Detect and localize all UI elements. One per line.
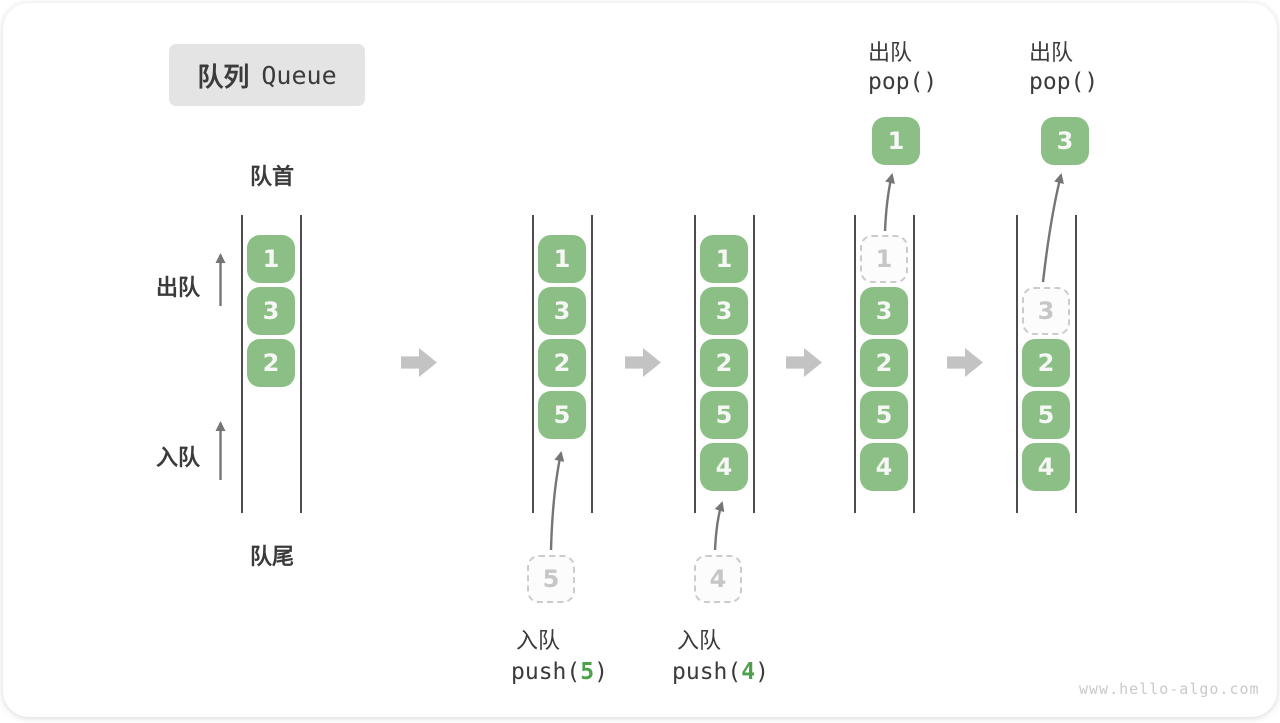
queue2-right-wall (591, 215, 593, 513)
queue-cell: 3 (700, 287, 748, 335)
step-arrow-icon (786, 348, 822, 377)
queue-cell: 2 (538, 339, 586, 387)
queue-cell: 4 (700, 443, 748, 491)
label-queue-front: 队首 (249, 165, 294, 190)
enqueue-op-label: 入队 (516, 629, 561, 654)
enqueue-op-label: 入队 (677, 629, 722, 654)
label-dequeue-side: 出队 (155, 276, 200, 301)
queue-cell: 5 (1022, 391, 1070, 439)
queue-ghost-cell: 5 (527, 555, 575, 603)
label-enqueue-side: 入队 (155, 446, 200, 471)
queue-cell: 3 (538, 287, 586, 335)
step-arrow-icon (625, 348, 661, 377)
code-arg: 4 (741, 659, 756, 685)
queue-cell: 1 (700, 235, 748, 283)
code-fn: push( (672, 659, 742, 685)
queue-cell: 2 (1022, 339, 1070, 387)
step-arrow-icon (947, 348, 983, 377)
queue5-right-wall (1075, 215, 1077, 513)
pop1-code: pop() (868, 69, 938, 95)
push4-arrow (713, 501, 725, 551)
queue-cell: 3 (247, 287, 295, 335)
queue4-right-wall (913, 215, 915, 513)
queue-cell: 5 (538, 391, 586, 439)
code-close: ) (594, 659, 608, 685)
queue-ghost-cell: 1 (860, 235, 908, 283)
queue-cell: 1 (247, 235, 295, 283)
pop1-arrow (883, 173, 895, 232)
step-arrow-icon (401, 348, 437, 377)
pop3-arrow (1041, 173, 1064, 283)
code-close: ) (755, 659, 769, 685)
queue-cell: 2 (247, 339, 295, 387)
queue-ghost-cell: 4 (694, 555, 742, 603)
queue-cell: 2 (700, 339, 748, 387)
title-en: Queue (261, 60, 337, 90)
push5-arrow (549, 451, 565, 551)
code-fn: push( (511, 659, 581, 685)
queue-cell: 5 (860, 391, 908, 439)
popped-cell: 3 (1041, 117, 1089, 165)
push4-code: push(4) (672, 659, 769, 685)
popped-cell: 1 (872, 117, 920, 165)
queue1-left-wall (241, 215, 243, 513)
figure-canvas: 队列 Queue 队首 队尾 出队 入队 1 3 2 1 3 2 5 5 入队 … (3, 3, 1277, 717)
title-box: 队列 Queue (169, 44, 365, 106)
dequeue-op-label: 出队 (1029, 41, 1074, 66)
queue-cell: 1 (538, 235, 586, 283)
push5-code: push(5) (511, 659, 608, 685)
queue-cell: 4 (1022, 443, 1070, 491)
queue3-left-wall (694, 215, 696, 513)
queue4-left-wall (854, 215, 856, 513)
queue3-right-wall (753, 215, 755, 513)
queue1-right-wall (300, 215, 302, 513)
queue-cell: 2 (860, 339, 908, 387)
queue5-left-wall (1016, 215, 1018, 513)
queue2-left-wall (532, 215, 534, 513)
queue-cell: 3 (860, 287, 908, 335)
queue-cell: 5 (700, 391, 748, 439)
watermark: www.hello-algo.com (1079, 680, 1260, 698)
pop2-code: pop() (1029, 69, 1099, 95)
title-zh: 队列 (197, 62, 250, 93)
queue-cell: 4 (860, 443, 908, 491)
label-queue-rear: 队尾 (249, 545, 294, 570)
code-arg: 5 (580, 659, 595, 685)
dequeue-op-label: 出队 (868, 41, 913, 66)
queue-ghost-cell: 3 (1022, 287, 1070, 335)
